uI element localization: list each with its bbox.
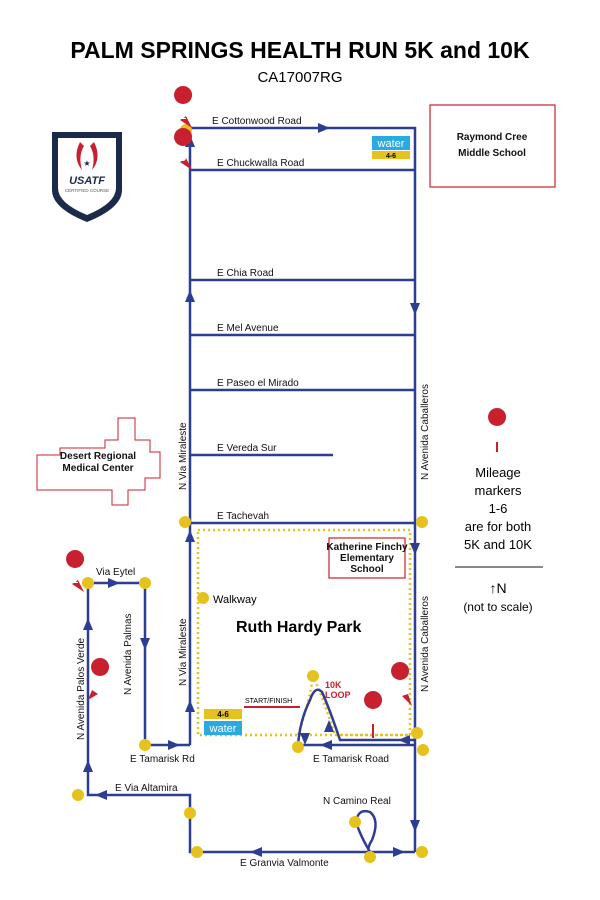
road-via-eytel: Via Eytel: [96, 567, 135, 578]
svg-text:Desert Regional: Desert Regional: [60, 451, 136, 462]
road-camino-real: N Camino Real: [323, 796, 391, 807]
course-id: CA17007RG: [257, 69, 342, 86]
svg-text:Katherine Finchy: Katherine Finchy: [326, 542, 408, 553]
svg-text:Middle School: Middle School: [458, 148, 526, 159]
road-mel: E Mel Avenue: [217, 323, 279, 334]
start-finish-label: START/FINISH: [245, 698, 292, 705]
direction-arrows: [83, 123, 420, 857]
svg-text:Elementary: Elementary: [340, 553, 394, 564]
mile-marker-3: 3: [364, 691, 383, 738]
mile-marker-2: 2: [174, 86, 193, 128]
north-indicator: ↑N: [489, 580, 506, 596]
mile-marker-5: 5: [174, 128, 193, 170]
road-caballeros-north: N Avenida Caballeros: [420, 384, 431, 480]
park-label: Ruth Hardy Park: [236, 619, 361, 636]
svg-text:Raymond Cree: Raymond Cree: [457, 132, 528, 143]
mile-marker-1: 1: [66, 550, 85, 592]
water-station-north: water 4-6: [372, 136, 410, 160]
walkway-label: Walkway: [213, 594, 257, 606]
svg-text:Mileage: Mileage: [475, 465, 521, 480]
usatf-logo: ★ USATF CERTIFIED COURSE: [52, 132, 122, 222]
road-via-miraleste-north: N Via Miraleste: [178, 422, 189, 490]
intersection-dots: [72, 124, 429, 863]
road-caballeros-south: N Avenida Caballeros: [420, 596, 431, 692]
road-paseo: E Paseo el Mirado: [217, 378, 299, 389]
svg-text:Medical Center: Medical Center: [62, 463, 133, 474]
svg-text:6: 6: [397, 685, 403, 697]
raymond-cree-middle-school: Raymond Cree Middle School: [429, 104, 556, 188]
loop-label-2: LOOP: [325, 690, 351, 700]
road-palos-verde: N Avenida Palos Verde: [76, 637, 87, 740]
svg-text:markers: markers: [475, 483, 522, 498]
svg-text:5: 5: [180, 152, 186, 164]
page-title: PALM SPRINGS HEALTH RUN 5K and 10K: [70, 37, 530, 63]
svg-text:5K and 10K: 5K and 10K: [464, 537, 532, 552]
legend: 1 Mileage markers 1-6 are for both 5K an…: [455, 408, 543, 614]
svg-text:3: 3: [370, 714, 376, 726]
mile-marker-4: 4: [88, 658, 110, 700]
mile-marker-6: 6: [391, 662, 412, 706]
loop-label-1: 10K: [325, 680, 342, 690]
svg-text:USATF: USATF: [69, 175, 105, 187]
svg-text:CERTIFIED COURSE: CERTIFIED COURSE: [65, 188, 109, 193]
svg-text:are for both: are for both: [465, 519, 532, 534]
road-cottonwood: E Cottonwood Road: [212, 116, 302, 127]
svg-text:4-6: 4-6: [217, 710, 229, 719]
road-tamarisk-rd: E Tamarisk Rd: [130, 754, 195, 765]
road-chuckwalla: E Chuckwalla Road: [217, 158, 304, 169]
svg-text:water: water: [377, 138, 405, 150]
svg-text:1: 1: [72, 574, 78, 586]
road-tamarisk-road: E Tamarisk Road: [313, 754, 389, 765]
svg-text:School: School: [350, 564, 384, 575]
road-via-miraleste-south: N Via Miraleste: [178, 618, 189, 686]
svg-text:2: 2: [180, 110, 186, 122]
svg-text:1-6: 1-6: [489, 501, 508, 516]
road-vereda: E Vereda Sur: [217, 443, 277, 454]
desert-regional-medical-center: Desert Regional Medical Center: [36, 417, 161, 506]
road-tachevah: E Tachevah: [217, 511, 269, 522]
svg-text:4-6: 4-6: [386, 153, 396, 160]
svg-text:water: water: [209, 723, 237, 735]
svg-text:★: ★: [83, 159, 90, 168]
svg-text:4: 4: [97, 681, 104, 693]
scale-note: (not to scale): [463, 600, 532, 614]
water-station-start: 4-6 water: [204, 709, 242, 735]
road-avenida-palmas: N Avenida Palmas: [123, 613, 134, 695]
road-granvia: E Granvia Valmonte: [240, 858, 329, 869]
road-chia: E Chia Road: [217, 268, 274, 279]
ruth-hardy-park-walkway: [196, 528, 412, 737]
road-via-altamira: E Via Altamira: [115, 783, 178, 794]
katherine-finchy-school: Katherine Finchy Elementary School: [326, 537, 408, 579]
legend-marker: 1: [494, 431, 500, 443]
